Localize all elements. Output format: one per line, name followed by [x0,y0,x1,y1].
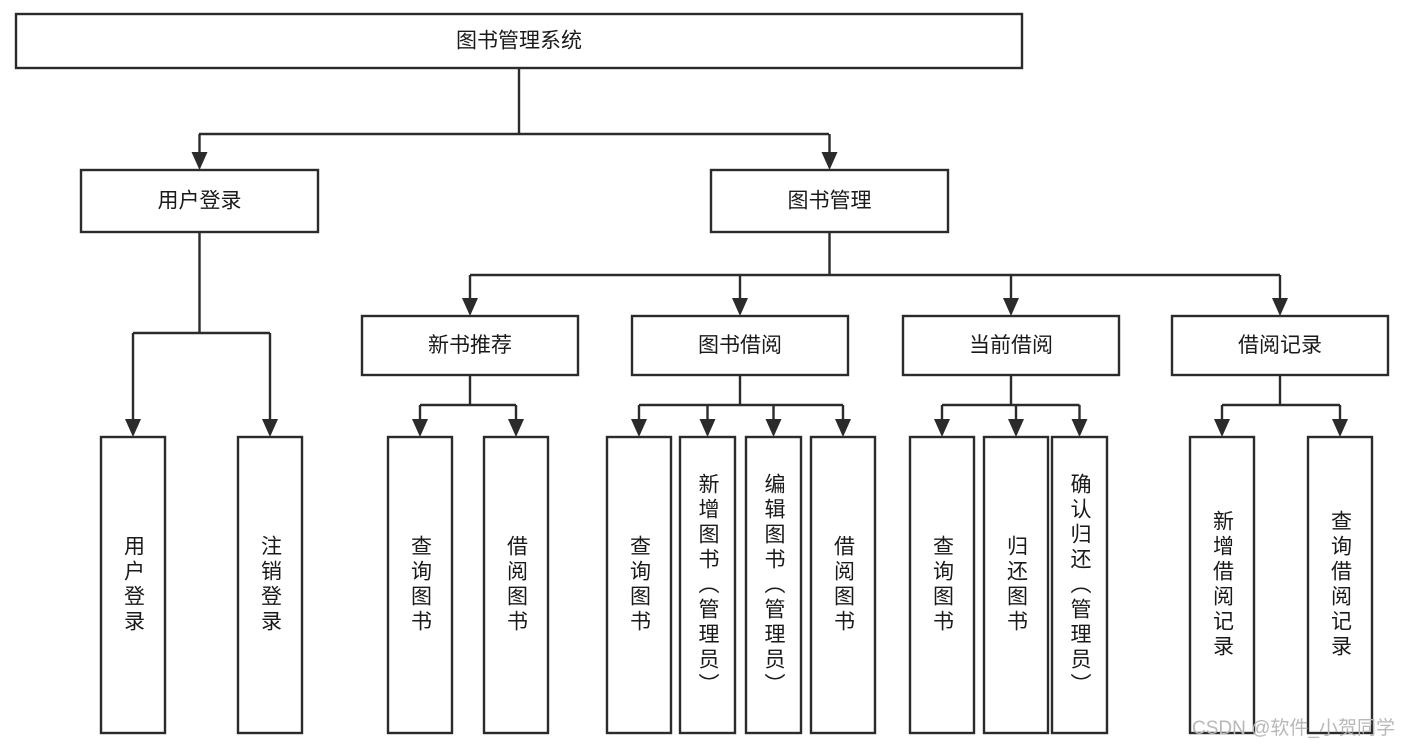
node-level3-3[interactable] [1170,314,1390,377]
node-leaf-10[interactable] [1050,435,1109,735]
leaf-drop-11-arrowhead [1214,419,1230,437]
level2-drop-1-arrowhead [821,152,838,170]
connector-layer [125,68,1348,437]
leaf-drop-6-arrowhead [765,419,782,437]
node-level3-label-3: 借阅记录 [1238,334,1322,357]
node-leaf-7[interactable] [809,435,877,735]
box-layer [14,12,1390,735]
node-leaf-5[interactable] [678,435,737,735]
leaf-drop-3-arrowhead [508,419,524,437]
level3-drop-3-arrowhead [1272,298,1288,316]
node-root-label: 图书管理系统 [456,30,582,53]
node-leaf-3[interactable] [482,435,550,735]
leaf-drop-8-arrowhead [934,419,950,437]
node-leaf-6[interactable] [744,435,803,735]
node-level3-1[interactable] [630,314,850,377]
node-leaf-4[interactable] [605,435,673,735]
node-leaf-0[interactable] [99,435,167,735]
node-level3-label-2: 当前借阅 [969,334,1053,357]
leaf-drop-12-arrowhead [1332,419,1348,437]
level3-drop-2-arrowhead [1003,298,1019,316]
node-leaf-2[interactable] [386,435,454,735]
node-root[interactable] [14,12,1024,70]
node-level3-0[interactable] [360,314,580,377]
level2-drop-0-arrowhead [191,152,208,170]
level3-drop-1-arrowhead [732,298,748,316]
node-leaf-8[interactable] [908,435,976,735]
node-level2-label-0: 用户登录 [158,190,242,213]
node-leaf-1[interactable] [236,435,304,735]
node-level2-1[interactable] [709,168,950,234]
node-level2-label-1: 图书管理 [788,190,872,213]
node-level3-label-1: 图书借阅 [698,334,782,357]
node-leaf-9[interactable] [982,435,1050,735]
leaf-drop-10-arrowhead [1071,419,1088,437]
node-leaf-12[interactable] [1306,435,1374,735]
node-level3-2[interactable] [901,314,1121,377]
node-level2-0[interactable] [79,168,320,234]
node-level3-label-0: 新书推荐 [428,334,512,357]
leaf-drop-2-arrowhead [412,419,428,437]
leaf-drop-9-arrowhead [1008,419,1024,437]
leaf-drop-4-arrowhead [631,419,647,437]
leaf-drop-7-arrowhead [835,419,851,437]
leaf-drop-5-arrowhead [699,419,716,437]
leaf-drop-1-arrowhead [262,419,278,437]
leaf-drop-0-arrowhead [125,419,141,437]
level3-drop-0-arrowhead [462,298,478,316]
node-leaf-11[interactable] [1188,435,1256,735]
